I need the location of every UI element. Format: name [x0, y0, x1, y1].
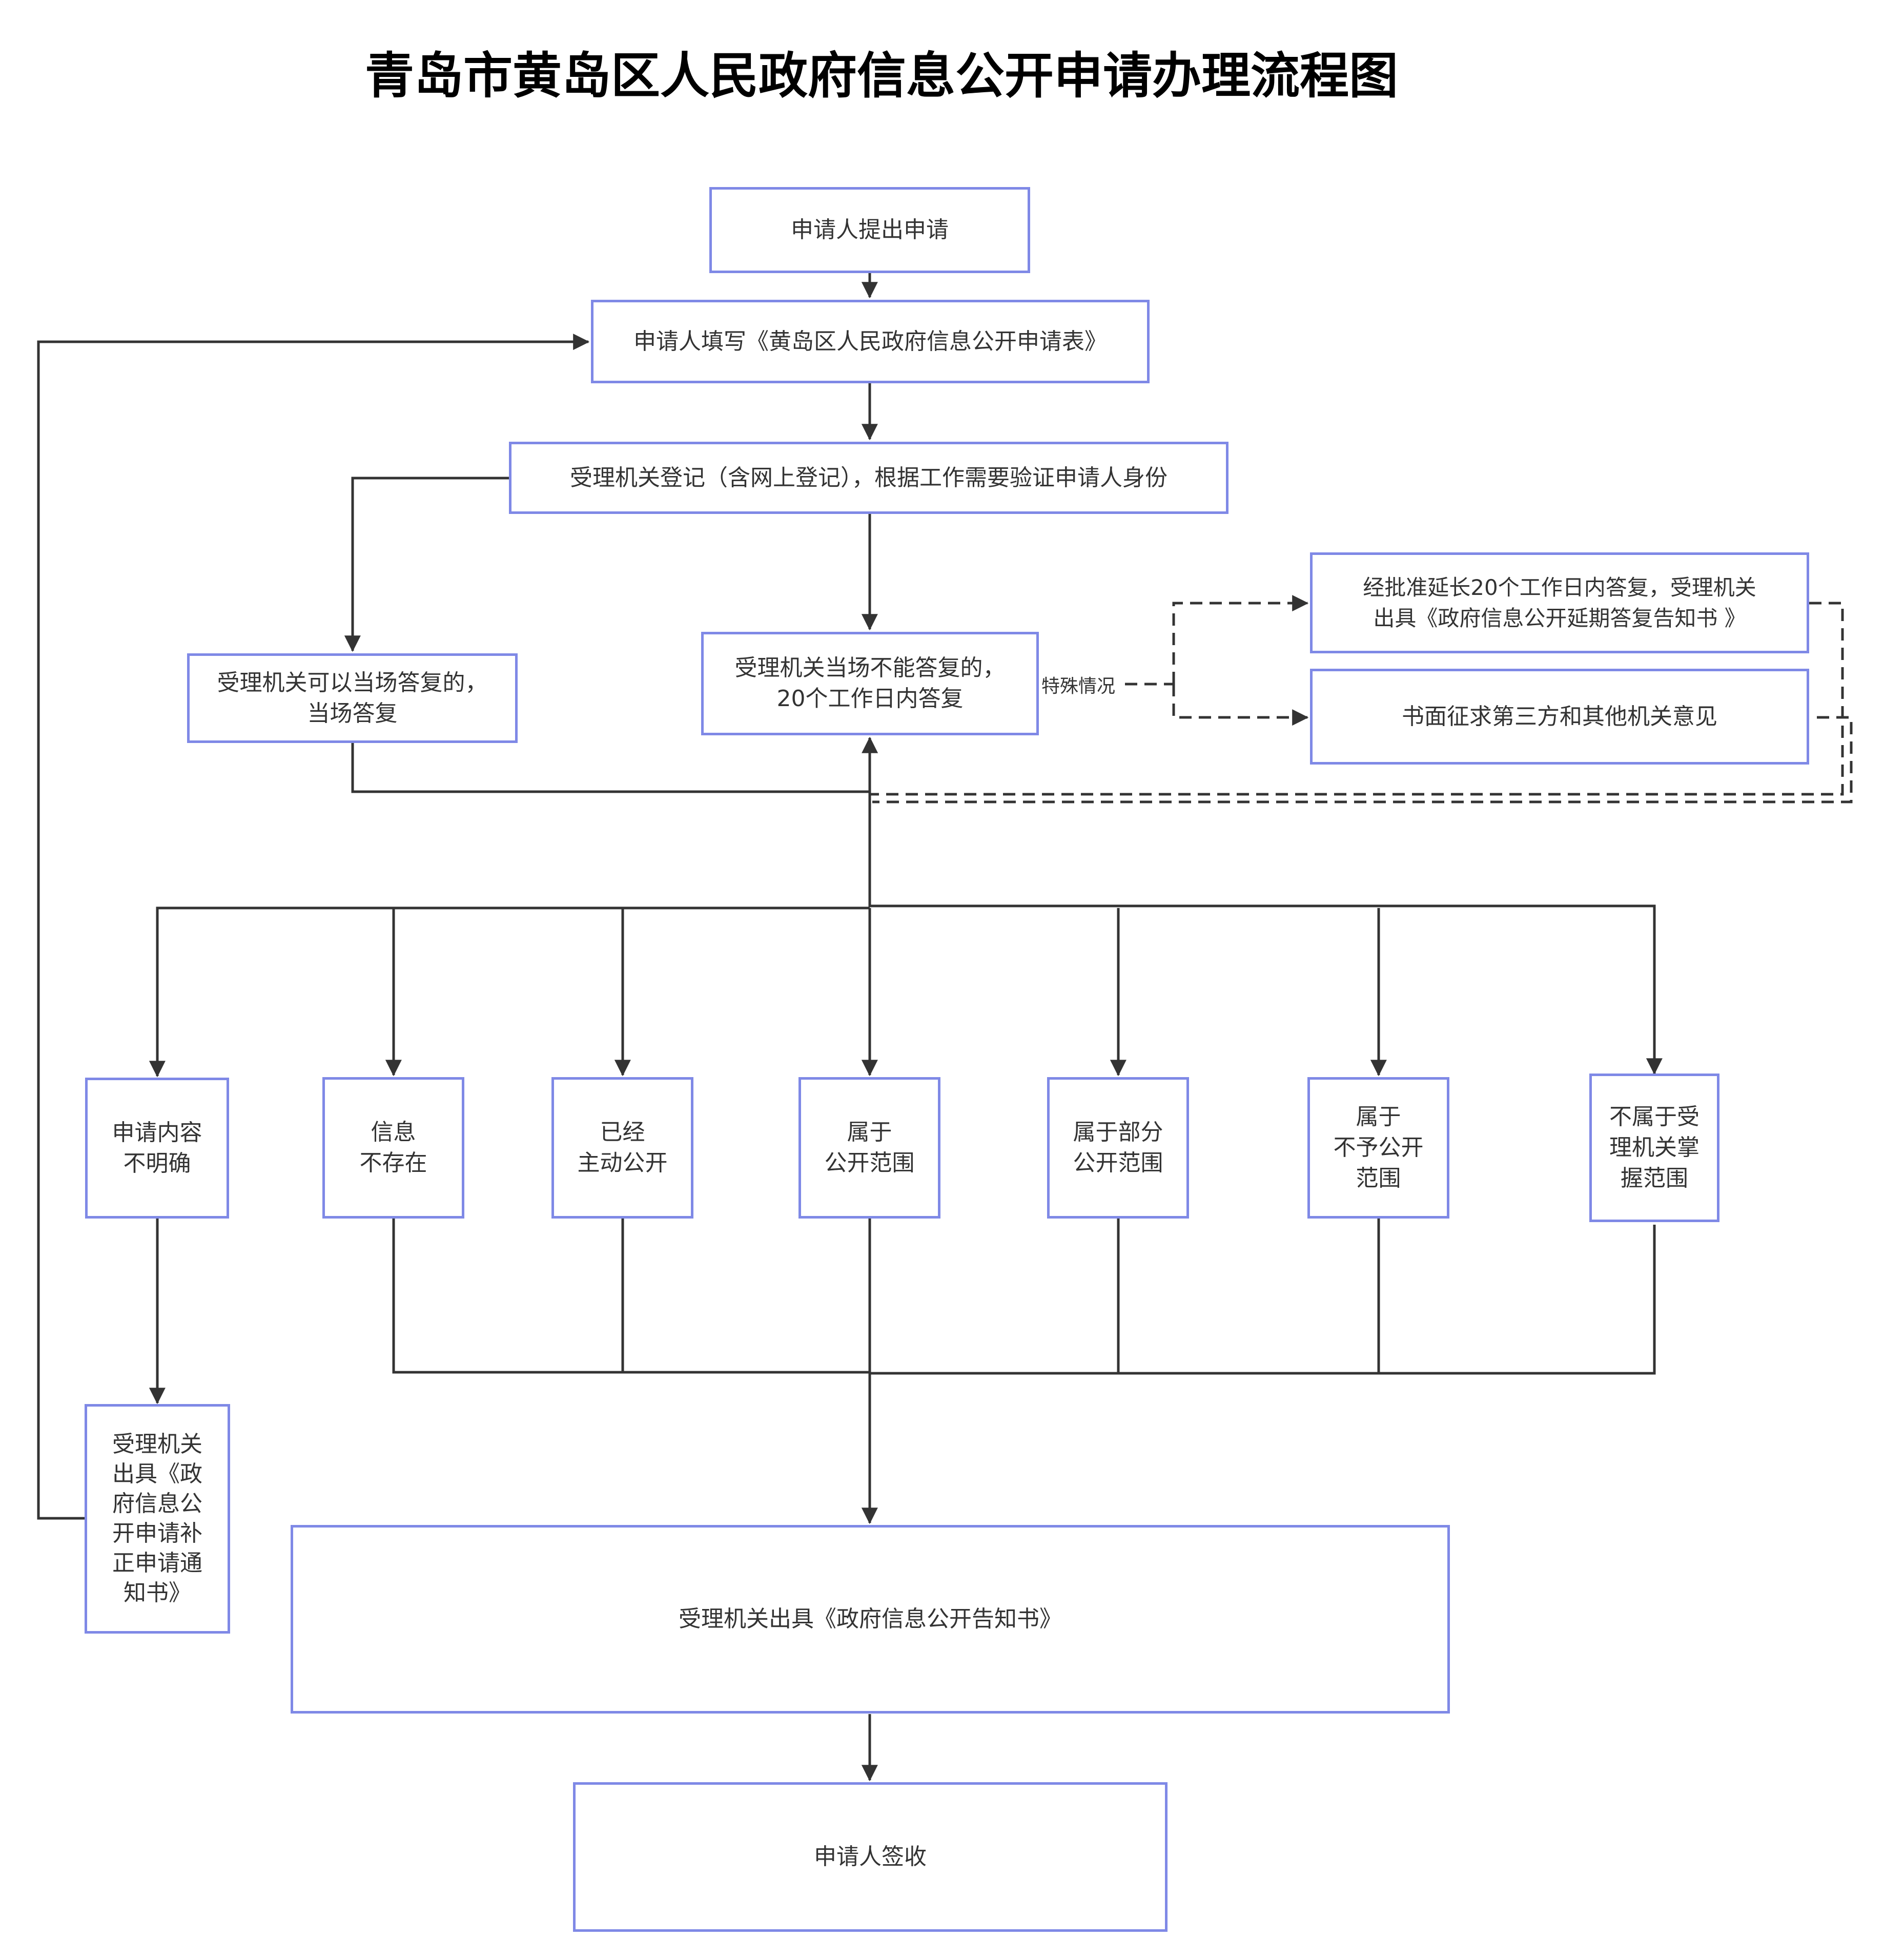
node-unclear[interactable]: 申请内容 不明确	[85, 1078, 229, 1219]
edge-special-to-third-party	[1172, 684, 1309, 726]
merge-bus-left	[392, 1219, 870, 1374]
node-public-scope[interactable]: 属于 公开范围	[798, 1077, 940, 1219]
node-not-public[interactable]: 属于 不予公开 范围	[1307, 1077, 1449, 1219]
node-not-exist[interactable]: 信息 不存在	[322, 1077, 464, 1219]
node-reply-on-spot[interactable]: 受理机关可以当场答复的， 当场答复	[187, 653, 518, 743]
node-submit[interactable]: 申请人提出申请	[709, 187, 1030, 273]
node-reply-20-days[interactable]: 受理机关当场不能答复的， 20个工作日内答复	[701, 632, 1039, 735]
branch-bus-left	[149, 906, 870, 1078]
node-fill-form[interactable]: 申请人填写《黄岛区人民政府信息公开申请表》	[591, 300, 1150, 383]
edge-register-to-onspot	[344, 477, 509, 652]
node-partial-public[interactable]: 属于部分 公开范围	[1047, 1077, 1189, 1219]
node-third-party[interactable]: 书面征求第三方和其他机关意见	[1310, 669, 1809, 765]
edge-correction-to-form	[37, 334, 590, 1520]
node-register[interactable]: 受理机关登记（含网上登记），根据工作需要验证申请人身份	[509, 442, 1228, 514]
branch-bus-right	[870, 904, 1663, 1075]
node-sign[interactable]: 申请人签收	[573, 1782, 1168, 1932]
edge-third-party-return	[872, 716, 1853, 803]
node-disclosure-notice[interactable]: 受理机关出具《政府信息公开告知书》	[291, 1525, 1450, 1714]
diagram-title: 青岛市黄岛区人民政府信息公开申请办理流程图	[365, 47, 1398, 105]
node-not-in-scope[interactable]: 不属于受 理机关掌 握范围	[1589, 1074, 1719, 1222]
edge-special-to-extension	[1172, 595, 1309, 684]
edge-onspot-to-merge	[351, 743, 870, 793]
edge-label-special: 特殊情况	[1040, 671, 1117, 698]
merge-bus-right	[870, 1225, 1656, 1375]
node-already-public[interactable]: 已经 主动公开	[551, 1077, 693, 1219]
edge-extension-return	[870, 602, 1844, 796]
node-correction-notice[interactable]: 受理机关 出具《政 府信息公 开申请补 正申请通 知书》	[85, 1404, 230, 1634]
node-extension[interactable]: 经批准延长20个工作日内答复，受理机关 出具《政府信息公开延期答复告知书 》	[1310, 552, 1809, 653]
